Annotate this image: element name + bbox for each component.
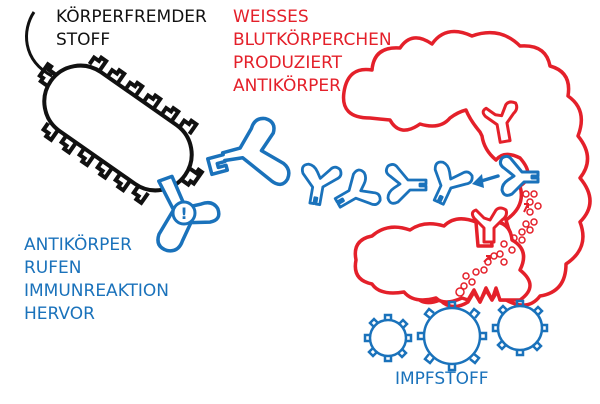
label-line: PRODUZIERT [233,53,343,73]
antibody-small-icon [385,163,428,205]
white-blood-cell-upper [341,29,592,309]
antibody-large-icon [205,116,291,187]
label-line: IMMUNREAKTION [24,281,170,301]
antibody-small-icon [333,168,382,209]
label-line: IMPFSTOFF [395,369,489,389]
label-line: ANTIKÖRPER [24,235,132,255]
label-line: STOFF [56,30,111,50]
vaccine-particle-large-icon [416,300,488,372]
label-line: KÖRPERFREMDER [56,7,207,27]
label-vaccine: IMPFSTOFF [395,368,489,391]
antibody-emerging-icon [498,154,540,197]
label-line: BLUTKÖRPERCHEN [233,30,392,50]
secretion-arrow-icon [483,203,529,263]
cell-antibody-upper-icon [481,100,519,144]
white-blood-cell-lower [353,217,532,304]
vaccine-particle-medium-icon [491,299,549,357]
vesicle-dots [455,190,542,297]
svg-text:!: ! [180,204,187,223]
label-line: WEISSES [233,7,309,27]
antibody-small-icon [432,160,474,206]
arrow-left-icon [472,174,500,188]
pathogen-bacterium-icon [37,54,205,206]
vaccine-particle-small-icon [363,313,413,363]
label-white-blood-cell: WEISSES BLUTKÖRPERCHEN PRODUZIERT ANTIKÖ… [233,6,392,98]
alert-icon: ! [171,200,197,226]
label-line: HERVOR [24,304,95,324]
cell-antibody-lower-icon [470,206,508,244]
label-line: ANTIKÖRPER [233,76,341,96]
label-foreign-substance: KÖRPERFREMDER STOFF [56,6,207,52]
antibody-small-icon [300,162,343,207]
label-line: RUFEN [24,258,82,278]
label-antibodies-response: ANTIKÖRPER RUFEN IMMUNREAKTION HERVOR [24,234,169,326]
